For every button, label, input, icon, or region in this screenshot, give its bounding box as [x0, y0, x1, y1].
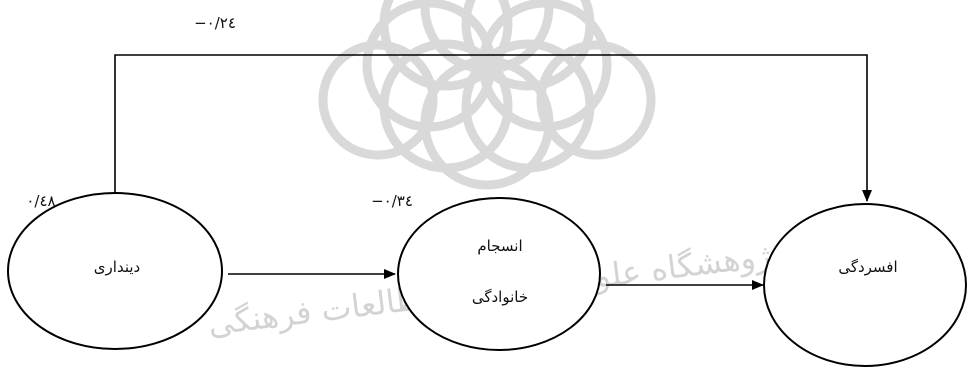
node-religiosity-ellipse	[7, 192, 223, 350]
node-family-cohesion-label-line1: انسجام	[477, 237, 522, 255]
node-family-cohesion-ellipse	[397, 197, 601, 351]
coefficient-religiosity-to-depression: −۰/۲٤	[194, 14, 236, 32]
edge-religiosity-to-depression	[114, 54, 872, 202]
node-religiosity-label: دینداری	[94, 258, 140, 276]
node-depression: افسردگی	[763, 203, 967, 367]
coefficient-religiosity: ۰/٤۸	[26, 192, 55, 210]
watermark-petal	[536, 40, 656, 160]
node-family-cohesion: انسجام خانوادگی	[397, 197, 601, 351]
watermark-petal	[461, 0, 595, 91]
coefficient-family-cohesion: −۰/۳٤	[371, 192, 413, 210]
watermark-petal	[318, 40, 438, 160]
watermark-emblem	[318, 0, 656, 190]
node-depression-label: افسردگی	[838, 258, 897, 276]
node-family-cohesion-label-line2: خانوادگی	[472, 288, 528, 306]
node-religiosity: دینداری	[7, 192, 223, 350]
node-depression-ellipse	[763, 203, 967, 367]
watermark-petal	[379, 0, 513, 91]
